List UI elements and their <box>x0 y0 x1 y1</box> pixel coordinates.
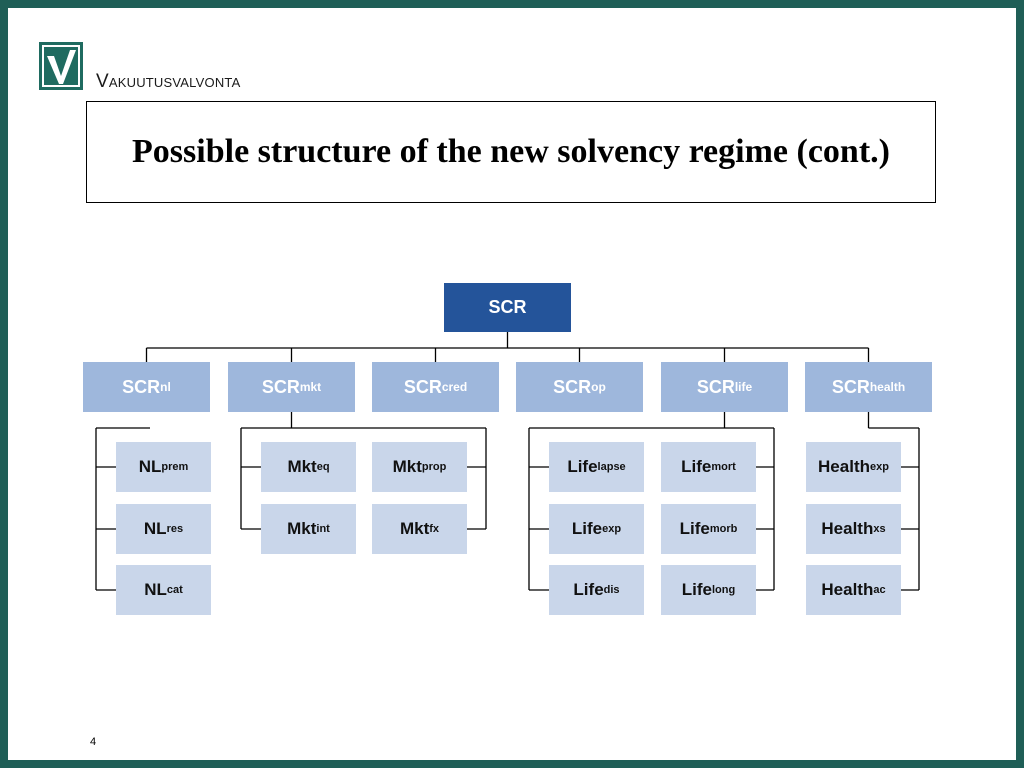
node-mkt-eq-label: Mkt <box>287 457 317 476</box>
node-mkt-int-label: Mkt <box>287 519 317 538</box>
node-health-ac-label: Health <box>821 580 874 599</box>
node-life-exp-label: Life <box>571 519 603 538</box>
node-health-xs-label: Health <box>821 519 874 538</box>
node-scr-root: SCR <box>444 283 571 332</box>
node-scr-health-label: SCR <box>831 376 870 397</box>
node-scr-nl-label: SCR <box>122 376 161 397</box>
node-life-dis-label: Life <box>573 580 604 599</box>
node-nl-prem-label: NL <box>138 457 162 476</box>
node-life-mort-label: Life <box>681 457 712 476</box>
vakuutusvalvonta-logo-icon <box>39 42 83 90</box>
node-life-lapse-label: Life <box>567 457 598 476</box>
node-nl-res-label: NL <box>143 519 167 538</box>
title-box: Possible structure of the new solvency r… <box>86 101 936 203</box>
node-scr-life-label: SCR <box>696 376 735 397</box>
node-mkt-prop-label: Mkt <box>392 457 422 476</box>
node-mkt-fx-label: Mkt <box>399 519 430 538</box>
node-health-exp-label: Health <box>818 457 870 476</box>
page-title: Possible structure of the new solvency r… <box>132 133 890 170</box>
node-scr-op-label: SCR <box>553 376 592 397</box>
brand-initial: V <box>96 71 109 92</box>
node-life-morb-label: Life <box>679 519 710 538</box>
connector-lines <box>95 332 920 591</box>
node-scr-root-label: SCR <box>488 297 527 317</box>
page-number: 4 <box>90 736 97 748</box>
slide: VAKUUTUSVALVONTA Possible structure of t… <box>8 8 1016 760</box>
node-nl-cat-label: NL <box>144 580 167 599</box>
node-scr-cred-label: SCR <box>403 376 442 397</box>
node-scr-mkt-label: SCR <box>261 376 300 397</box>
node-life-long-label: Life <box>681 580 712 599</box>
brand-rest: AKUUTUSVALVONTA <box>108 75 241 90</box>
brand-name: VAKUUTUSVALVONTA <box>96 71 240 93</box>
